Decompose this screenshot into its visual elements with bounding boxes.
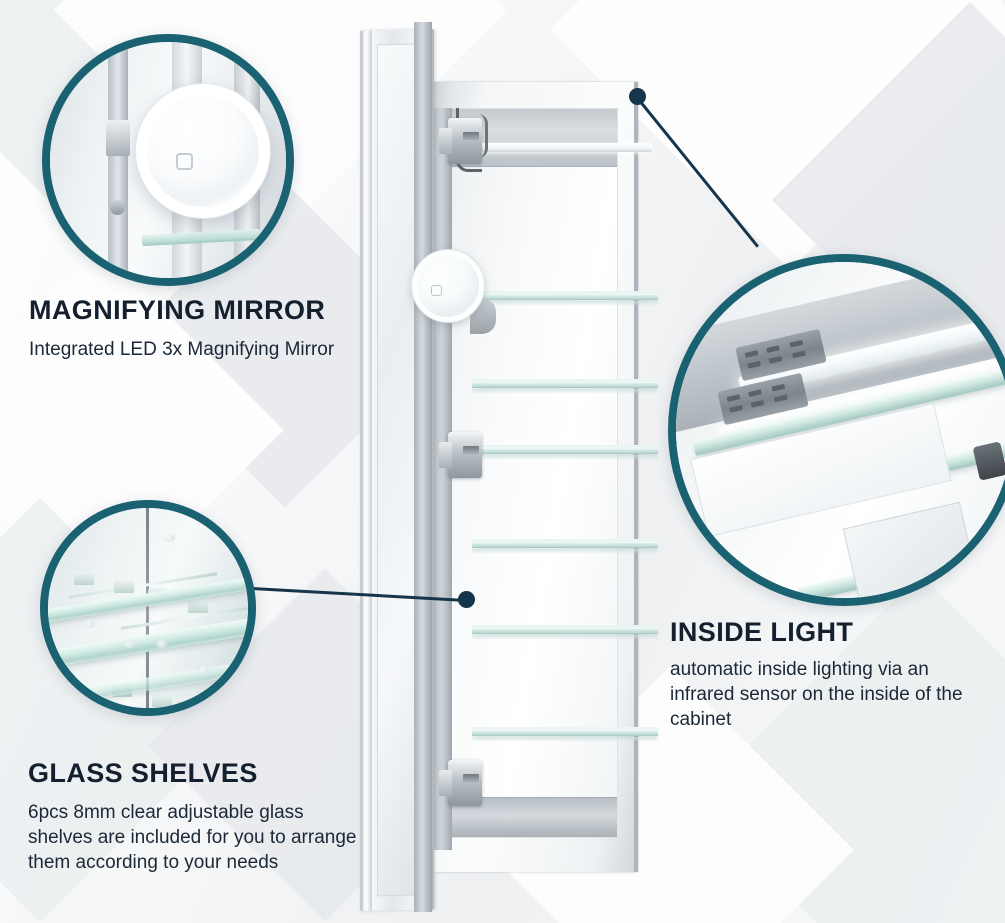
door-magnifying-mirror: [412, 250, 484, 322]
feature-description: 6pcs 8mm clear adjustable glass shelves …: [28, 801, 357, 873]
shelf-clip: [152, 694, 172, 707]
panel-bump: [164, 534, 175, 542]
panel-bump: [198, 666, 209, 674]
cabinet-divider: [146, 508, 149, 708]
callout-anchor-glass-shelves: [458, 591, 475, 608]
magnifier-touch-button-icon: [431, 285, 442, 296]
cabinet-hinge: [439, 760, 482, 806]
feature-heading: MAGNIFYING MIRROR: [29, 295, 326, 325]
feature-description: automatic inside lighting via an infrare…: [670, 658, 963, 730]
door-wiring-secondary: [470, 114, 488, 158]
door-jamb: [414, 21, 432, 913]
door-edge: [363, 30, 372, 911]
magnifier-touch-button-icon: [176, 153, 193, 170]
shelf-clip: [114, 580, 134, 593]
led-magnifying-mirror-closeup: [136, 84, 270, 218]
cabinet-hinge: [439, 432, 482, 478]
feature-description: Integrated LED 3x Magnifying Mirror: [29, 338, 335, 360]
glass-shelf: [472, 379, 658, 394]
cabinet-rail: [108, 42, 128, 278]
callout-circle-inside-light: [668, 254, 1005, 606]
panel-bump: [156, 640, 167, 648]
shelf-clip: [188, 600, 208, 613]
feature-heading: INSIDE LIGHT: [670, 617, 854, 647]
callout-circle-magnifying-mirror: [42, 34, 294, 286]
feature-heading: GLASS SHELVES: [28, 758, 258, 788]
glass-shelf: [472, 539, 658, 554]
feature-text-glass-shelves: GLASS SHELVES 6pcs 8mm clear adjustable …: [28, 758, 358, 875]
led-light-strip: [476, 143, 652, 152]
panel-bump: [84, 620, 95, 628]
product-cabinet-photo: [352, 21, 672, 913]
panel-bump: [124, 640, 135, 648]
callout-circle-glass-shelves: [40, 500, 256, 716]
feature-text-magnifying-mirror: MAGNIFYING MIRROR Integrated LED 3x Magn…: [29, 295, 369, 362]
feature-text-inside-light: INSIDE LIGHT automatic inside lighting v…: [670, 617, 990, 732]
glass-shelf: [472, 625, 658, 640]
shelf-clip: [74, 572, 94, 585]
cabinet-hinge: [439, 118, 482, 164]
hinge-closeup: [106, 120, 130, 156]
glass-shelf: [472, 291, 658, 306]
hinge-pin: [110, 200, 125, 215]
glass-shelf: [472, 727, 658, 742]
glass-shelf: [472, 445, 658, 460]
